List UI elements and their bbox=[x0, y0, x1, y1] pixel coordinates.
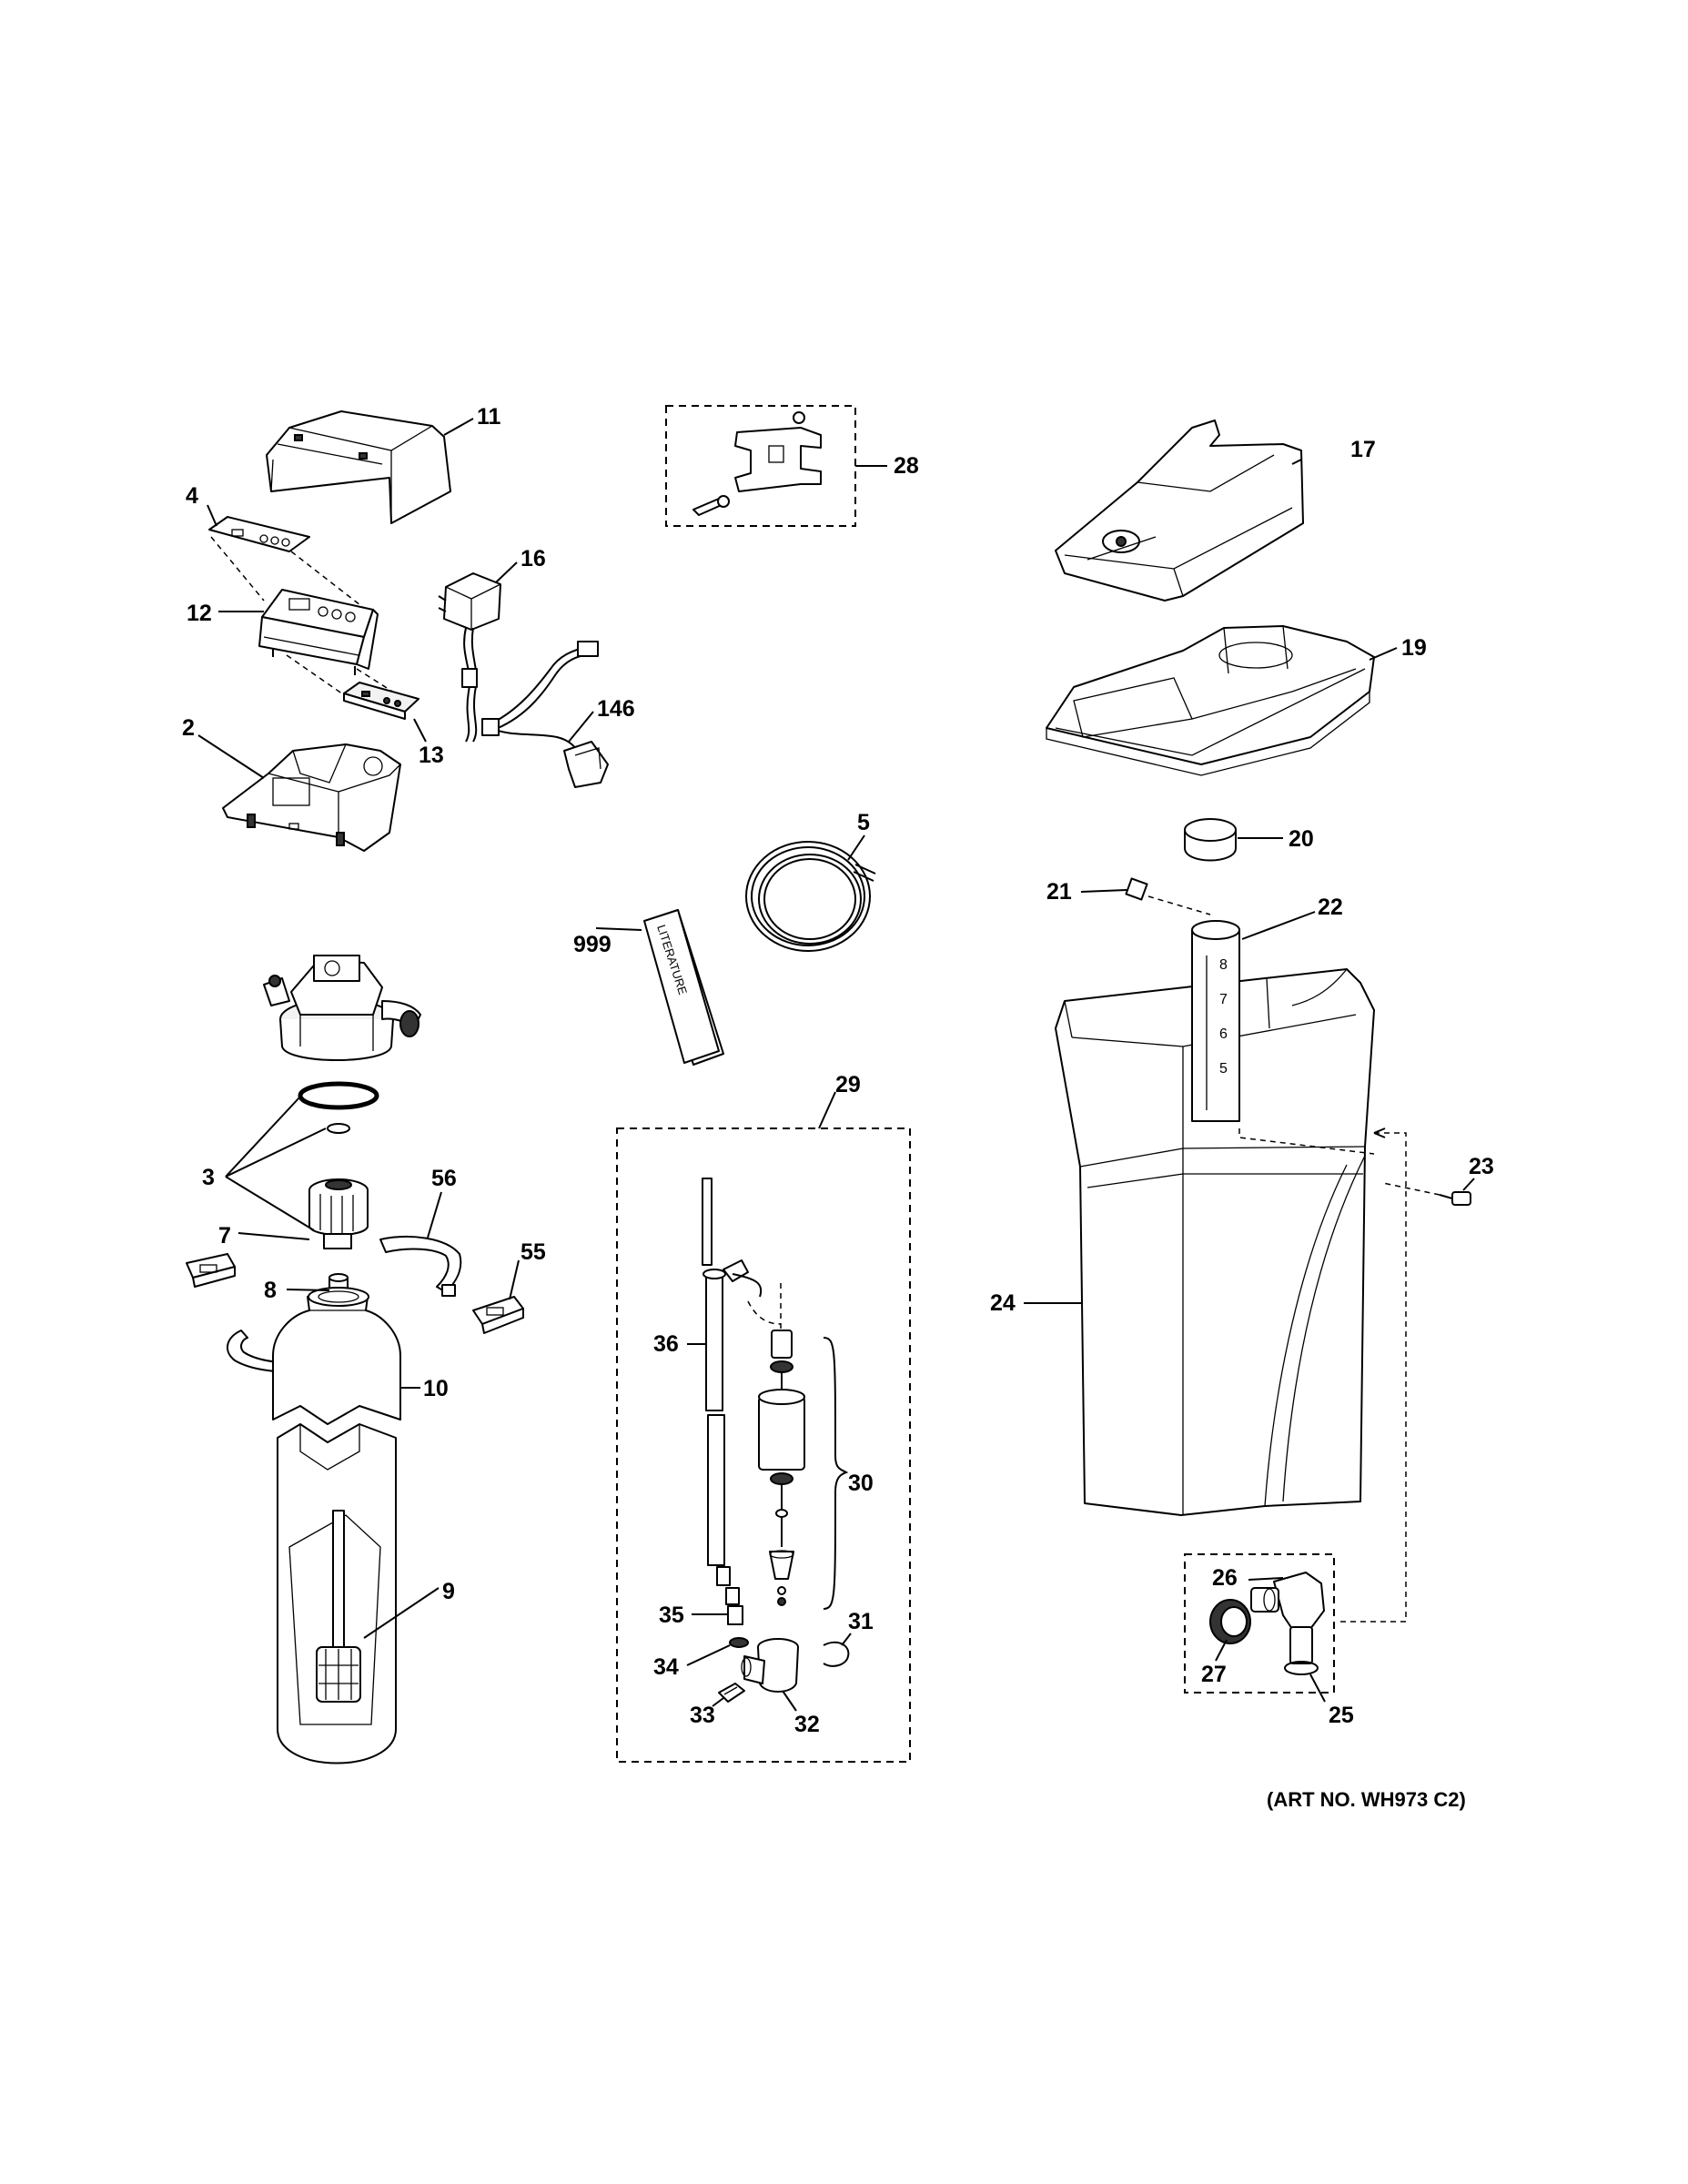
label-36: 36 bbox=[653, 1331, 679, 1357]
label-20: 20 bbox=[1289, 826, 1314, 852]
label-2: 2 bbox=[182, 715, 195, 741]
part-34-oring bbox=[729, 1637, 749, 1648]
leader-12-13b bbox=[356, 668, 415, 706]
part-35-fitting bbox=[727, 1605, 743, 1625]
label-16: 16 bbox=[521, 546, 546, 571]
part-24-tank bbox=[1055, 968, 1375, 1516]
label-29: 29 bbox=[835, 1072, 861, 1097]
part-13-board bbox=[343, 682, 419, 720]
label-12: 12 bbox=[187, 601, 212, 626]
valve-body bbox=[263, 955, 421, 1061]
art-number: (ART NO. WH973 C2) bbox=[1267, 1788, 1466, 1811]
label-8: 8 bbox=[264, 1278, 277, 1303]
overflow-kit-box bbox=[1184, 1553, 1335, 1694]
label-35: 35 bbox=[659, 1603, 684, 1628]
label-5: 5 bbox=[857, 810, 870, 835]
label-11: 11 bbox=[477, 404, 501, 430]
part-5-tubing bbox=[745, 841, 876, 952]
label-3: 3 bbox=[202, 1165, 215, 1190]
gauge-mark-5: 5 bbox=[1219, 1061, 1228, 1077]
part-26-elbow bbox=[1250, 1572, 1325, 1664]
label-19: 19 bbox=[1401, 635, 1427, 661]
part-22-brinewell: 8 7 6 5 bbox=[1191, 920, 1375, 1155]
leader-4-12 bbox=[210, 536, 265, 602]
label-4: 4 bbox=[186, 483, 198, 509]
label-999: 999 bbox=[573, 932, 612, 957]
part-19-tray bbox=[1046, 625, 1375, 776]
part-23-bolt bbox=[1382, 1182, 1471, 1206]
part-4-overlay bbox=[208, 516, 310, 552]
label-34: 34 bbox=[653, 1654, 679, 1680]
gauge-mark-8: 8 bbox=[1219, 957, 1228, 973]
assembly-path bbox=[1336, 1132, 1407, 1623]
part-33-clip bbox=[718, 1683, 745, 1703]
label-25: 25 bbox=[1329, 1703, 1354, 1728]
leader-lines bbox=[197, 418, 1475, 1712]
part-29-kit-box bbox=[616, 1127, 911, 1763]
label-31: 31 bbox=[848, 1609, 874, 1634]
part-36-tube bbox=[702, 1178, 763, 1605]
part-31-clip bbox=[823, 1641, 850, 1667]
label-27: 27 bbox=[1201, 1662, 1227, 1687]
label-56: 56 bbox=[431, 1166, 457, 1191]
label-9: 9 bbox=[442, 1579, 455, 1604]
part-32-valve bbox=[741, 1638, 799, 1693]
label-55: 55 bbox=[521, 1239, 546, 1265]
part-16-transformer bbox=[438, 572, 501, 743]
part-9-distributor bbox=[316, 1510, 361, 1703]
label-7: 7 bbox=[218, 1223, 231, 1249]
part-56-clamp bbox=[379, 1235, 462, 1297]
label-26: 26 bbox=[1212, 1565, 1238, 1591]
label-13: 13 bbox=[419, 743, 444, 768]
part-28-bracket bbox=[692, 411, 822, 516]
label-32: 32 bbox=[794, 1712, 820, 1737]
part-21-nut bbox=[1125, 877, 1211, 915]
part-55-clip-right bbox=[472, 1296, 524, 1334]
part-7-basket bbox=[308, 1178, 369, 1249]
label-28: 28 bbox=[894, 453, 919, 479]
leader-12-13 bbox=[286, 654, 347, 697]
leader-4-12b bbox=[290, 551, 369, 612]
part-146-harness bbox=[481, 641, 609, 788]
label-22: 22 bbox=[1318, 895, 1343, 920]
part-55-clip-left bbox=[186, 1253, 236, 1288]
gauge-mark-7: 7 bbox=[1219, 992, 1228, 1007]
part-27-grommet bbox=[1209, 1599, 1251, 1644]
label-24: 24 bbox=[990, 1290, 1016, 1316]
part-3-orings bbox=[298, 1081, 379, 1134]
label-146: 146 bbox=[597, 696, 635, 722]
part-12-display bbox=[258, 589, 379, 675]
part-20-cap bbox=[1184, 818, 1237, 862]
part-17-lid bbox=[1055, 420, 1304, 602]
part-999-literature: LITERATURE bbox=[643, 909, 724, 1066]
label-30: 30 bbox=[848, 1471, 874, 1496]
label-17: 17 bbox=[1350, 437, 1376, 462]
label-23: 23 bbox=[1469, 1154, 1494, 1179]
label-21: 21 bbox=[1046, 879, 1072, 905]
part-25-clip bbox=[1284, 1661, 1319, 1675]
gauge-mark-6: 6 bbox=[1219, 1026, 1228, 1042]
part-11-cover bbox=[266, 410, 451, 524]
part-30-float bbox=[747, 1283, 849, 1610]
label-33: 33 bbox=[690, 1703, 715, 1728]
label-10: 10 bbox=[423, 1376, 449, 1401]
part-2-housing bbox=[222, 743, 401, 852]
